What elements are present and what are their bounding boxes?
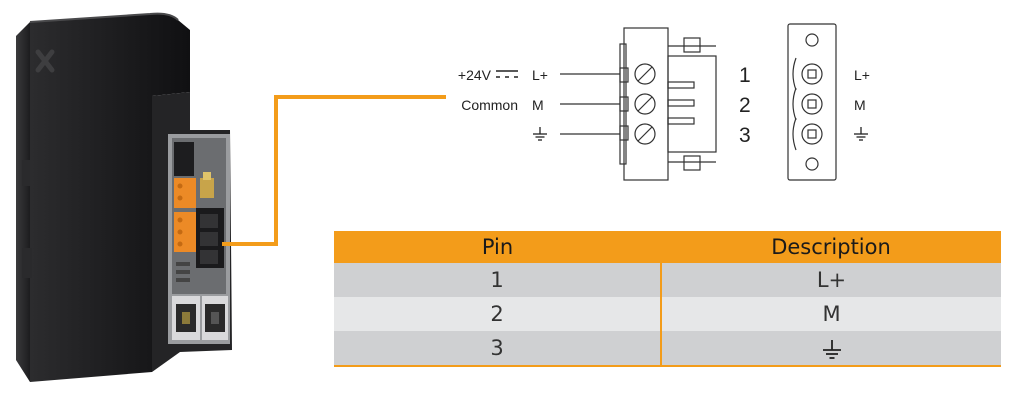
table-row: 1 L+ xyxy=(334,263,1001,297)
dc-voltage-icon xyxy=(496,70,518,78)
ground-icon xyxy=(533,127,547,141)
x-logo-icon xyxy=(35,49,55,73)
description-cell: L+ xyxy=(661,263,1001,297)
table-row: 3 xyxy=(334,331,1001,367)
terminal-plug-drawing xyxy=(619,27,717,181)
terminal-label-m: M xyxy=(532,97,544,113)
pin-number-3: 3 xyxy=(739,124,751,147)
pin-cell: 2 xyxy=(334,297,662,331)
terminal-socket-drawing xyxy=(787,23,837,181)
pin-cell: 1 xyxy=(334,263,662,297)
header-pin: Pin xyxy=(334,231,661,263)
description-cell xyxy=(661,331,1001,367)
pin-number-1: 1 xyxy=(739,64,751,87)
device-module xyxy=(16,12,232,382)
pin-number-2: 2 xyxy=(739,94,751,117)
signal-label-24v: +24V xyxy=(458,67,492,83)
ground-icon xyxy=(822,339,841,359)
wire-lines xyxy=(560,73,620,135)
table-row: 2 M xyxy=(334,297,1001,331)
terminal-label-lplus: L+ xyxy=(532,67,548,83)
header-description: Description xyxy=(661,231,1001,263)
table-header-row: Pin Description xyxy=(334,231,1001,263)
signal-label-common: Common xyxy=(461,97,518,113)
description-cell: M xyxy=(661,297,1001,331)
socket-label-lplus: L+ xyxy=(854,67,870,83)
ground-icon xyxy=(854,127,868,141)
pin-description-table: Pin Description 1 L+ 2 M 3 xyxy=(334,231,1001,367)
connector-leader-line xyxy=(222,95,446,246)
socket-label-m: M xyxy=(854,97,866,113)
pin-cell: 3 xyxy=(334,331,662,367)
